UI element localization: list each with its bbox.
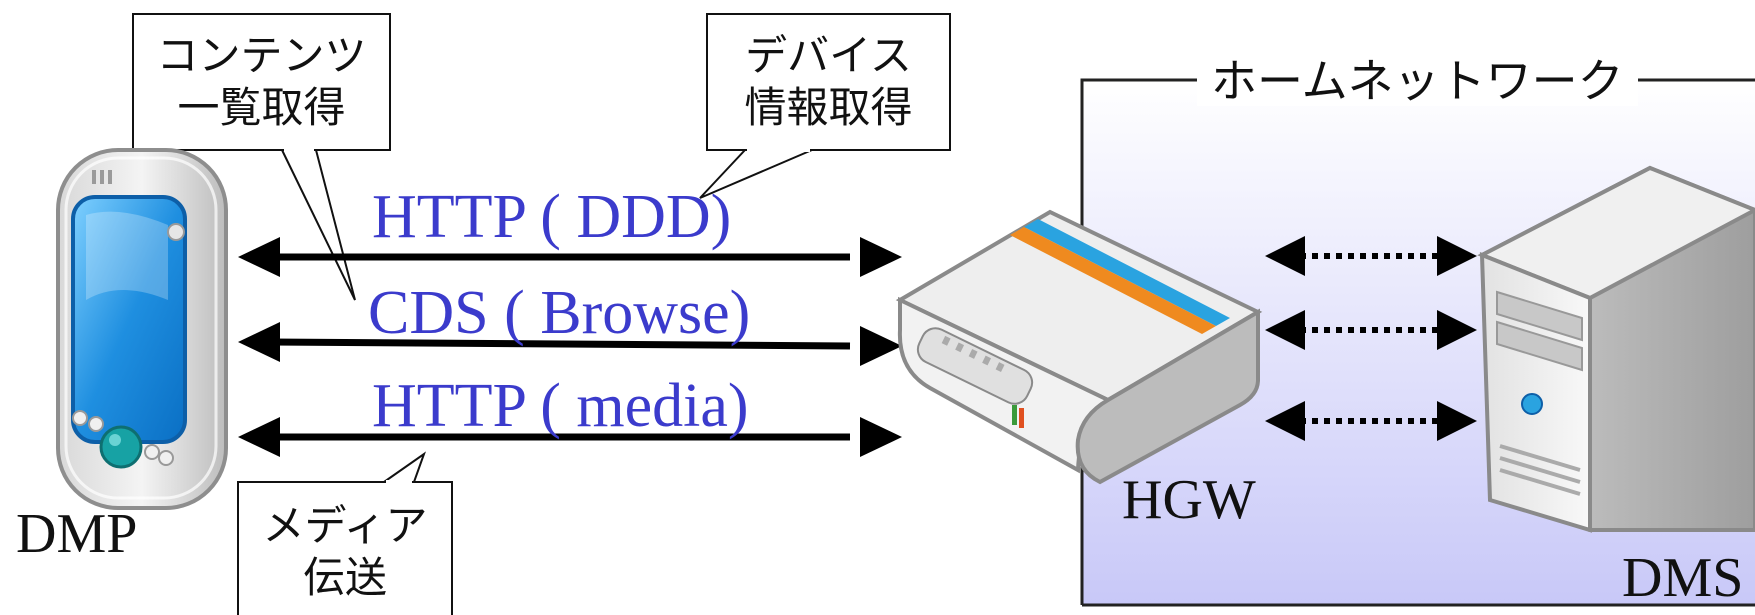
hgw-router-icon (895, 209, 1263, 485)
protocol-http-ddd: HTTP ( DDD) (372, 183, 732, 251)
callout-device-info-line-1: デバイス (745, 31, 912, 80)
dotted-arrow-1 (1265, 236, 1477, 276)
callout-content-list-box (132, 13, 391, 301)
callout-media-transfer-line-2: 伝送 (302, 553, 387, 602)
dms-server-icon (1477, 165, 1755, 533)
dms-label: DMS (1622, 547, 1744, 609)
callout-media-transfer-line-1: メディア (262, 501, 428, 550)
callout-content-list: コンテンツ 一覧取得 (133, 30, 390, 134)
callout-device-info-line-2: 情報取得 (744, 83, 913, 132)
callout-device-info-box (699, 13, 951, 199)
callout-media-transfer: メディア 伝送 (238, 500, 452, 604)
callout-content-list-line-2: 一覧取得 (177, 83, 346, 132)
dmp-label: DMP (16, 503, 138, 565)
hgw-label: HGW (1122, 469, 1256, 531)
arrow-http-ddd (238, 237, 902, 277)
dmp-device-icon (56, 148, 228, 510)
dotted-arrow-2 (1265, 310, 1477, 350)
protocol-cds-browse: CDS ( Browse) (368, 279, 751, 347)
arrow-cds-browse (238, 322, 902, 366)
protocol-http-media: HTTP ( media) (372, 372, 749, 440)
callout-media-transfer-box (237, 451, 453, 615)
home-network-label: ホームネットワーク (1197, 56, 1638, 106)
dotted-arrow-3 (1265, 401, 1477, 441)
callout-content-list-line-1: コンテンツ (156, 31, 367, 80)
callout-device-info: デバイス 情報取得 (707, 30, 950, 134)
arrow-http-media (238, 417, 902, 457)
